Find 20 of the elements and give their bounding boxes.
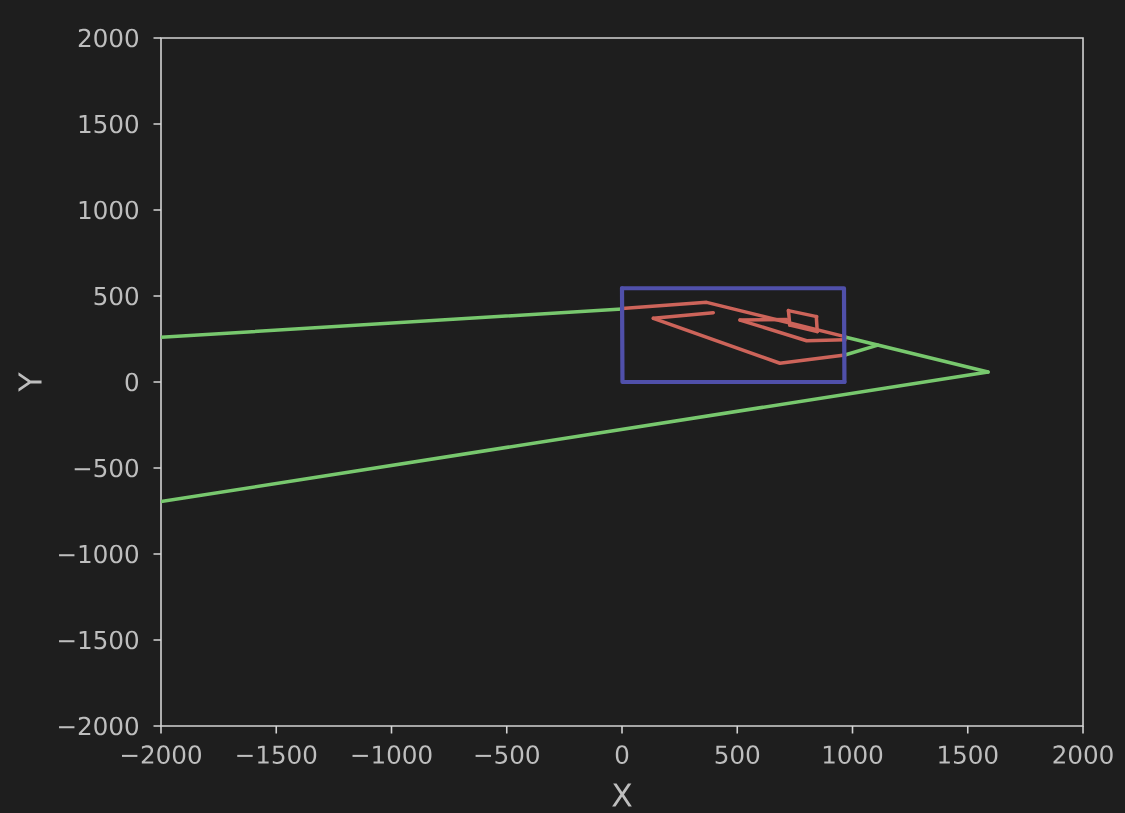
x-tick-label: −2000	[122, 745, 201, 764]
y-axis-title: Y	[18, 372, 42, 392]
x-tick-label: −1500	[237, 745, 317, 764]
x-tick-label: 1500	[939, 745, 998, 764]
x-tick-label: 2000	[1053, 745, 1113, 764]
y-tick-label: −2000	[59, 716, 139, 736]
y-tick-label: 0	[125, 372, 139, 392]
y-tick-label: −500	[74, 458, 139, 478]
x-tick-label: 0	[615, 745, 629, 764]
y-tick-label: 2000	[78, 28, 139, 48]
x-tick-label: −500	[475, 745, 539, 764]
x-tick-label: 1000	[823, 745, 883, 764]
x-tick-label: 500	[715, 745, 760, 764]
x-tick-label: −1000	[352, 745, 432, 764]
x-axis-title: X	[612, 783, 632, 807]
y-tick-label: 1000	[79, 200, 139, 220]
y-tick-label: 500	[94, 286, 139, 306]
y-tick-label: 1500	[79, 114, 139, 134]
y-tick-label: −1500	[59, 630, 139, 650]
y-tick-label: −1000	[59, 544, 139, 564]
